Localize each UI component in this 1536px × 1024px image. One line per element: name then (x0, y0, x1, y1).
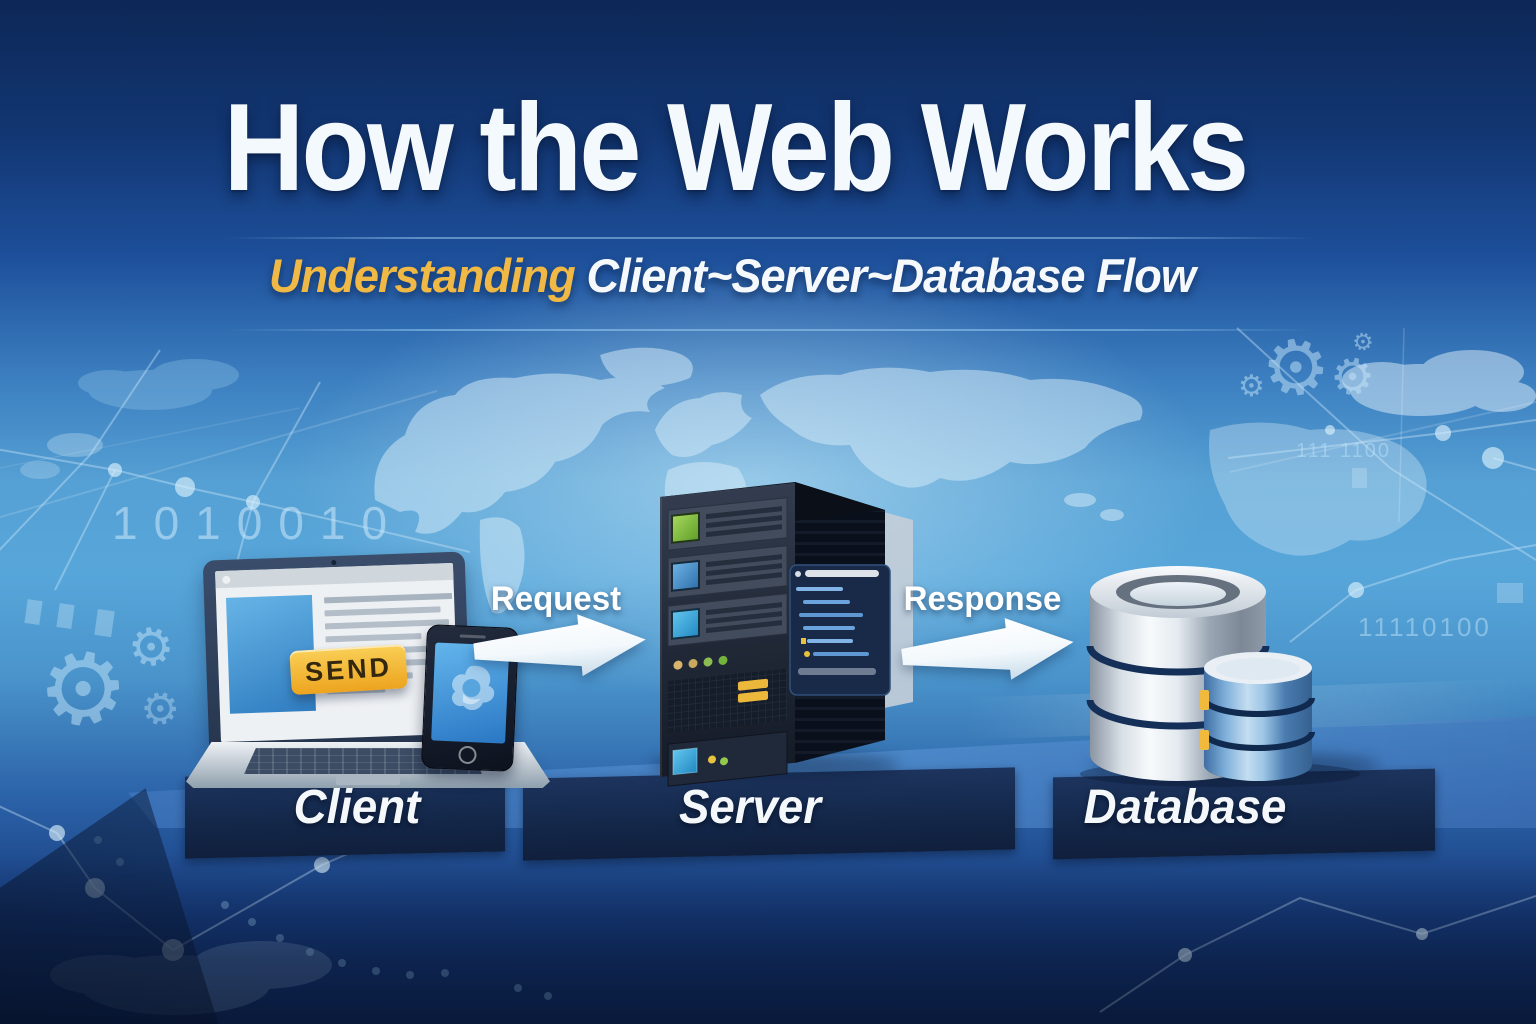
code-panel (789, 564, 891, 696)
response-arrow-icon (901, 618, 1074, 680)
binary-text-right: 11110100 (1358, 612, 1492, 642)
page-title: How the Web Works (223, 79, 1249, 217)
response-label: Response (903, 580, 1062, 618)
database-cylinder-small (1200, 652, 1315, 781)
database-yellow-tab (1200, 690, 1209, 710)
database-yellow-tab (1200, 730, 1209, 750)
divider-line-bottom (225, 329, 1315, 331)
client-label: Client (293, 781, 421, 834)
server-label: Server (679, 781, 821, 834)
phone-home-button-icon (458, 745, 477, 765)
binary-text-left: 1010010 (112, 497, 404, 549)
light-streaks (0, 327, 1536, 523)
request-arrow-icon (473, 614, 646, 677)
gear-icon: ⚙ (1238, 369, 1265, 404)
bird-logo-icon (452, 665, 495, 710)
server-bottom-bay (667, 731, 788, 787)
webcam-dot-icon (331, 559, 337, 566)
send-button: SEND (289, 644, 408, 696)
cloud-icon (1342, 350, 1536, 416)
webpage-text-line (325, 633, 422, 643)
page-subtitle: Understanding Client~Server~Database Flo… (0, 248, 1469, 303)
code-panel-dot-icon (795, 571, 801, 577)
webpage-text-line (324, 606, 441, 617)
database-label: Database (1083, 781, 1287, 834)
browser-bar (215, 562, 454, 589)
cloud-icon (78, 359, 239, 410)
decor-squares (24, 468, 1523, 638)
smartphone-illustration (420, 624, 520, 772)
server-illustration (660, 482, 913, 787)
laptop-trackpad (336, 776, 400, 785)
server-yellow-module (738, 678, 768, 691)
divider-line-top (225, 237, 1315, 239)
server-bay (667, 497, 788, 551)
server-led-row (673, 655, 728, 670)
server-bay (667, 545, 788, 599)
request-label: Request (490, 580, 622, 618)
browser-dot-icon (222, 575, 231, 584)
bottom-shade (0, 855, 1536, 1024)
binary-text-small: 111 1100 (1296, 440, 1391, 462)
webpage-text-line (324, 592, 453, 604)
subtitle-highlight: Understanding (268, 249, 576, 302)
phone-screen (431, 642, 510, 744)
code-lines (796, 587, 869, 656)
world-map-illustration (20, 347, 1427, 614)
server-bay (667, 593, 788, 647)
database-illustration (1080, 566, 1360, 787)
server-yellow-module (738, 690, 768, 703)
subtitle-rest: Client~Server~Database Flow (574, 249, 1196, 302)
gear-icon: ⚙ (124, 615, 179, 681)
